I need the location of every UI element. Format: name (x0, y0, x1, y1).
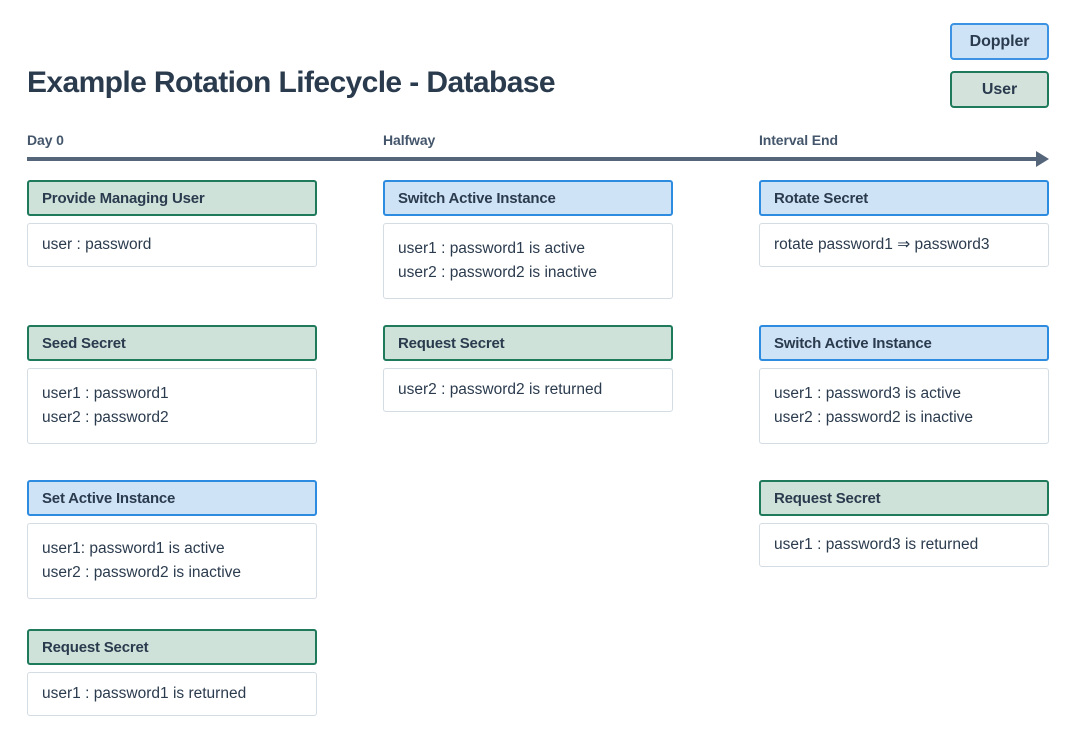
step-card-header[interactable]: Set Active Instance (27, 480, 317, 516)
step-card-header[interactable]: Switch Active Instance (759, 325, 1049, 361)
legend-chip-doppler[interactable]: Doppler (950, 23, 1049, 60)
step-card-line: user1 : password1 (42, 385, 169, 402)
step-card: Switch Active Instance user1 : password3 … (759, 325, 1049, 444)
step-card-line: user1 : password3 is returned (774, 536, 979, 553)
timeline-arrow-icon (1036, 151, 1049, 167)
step-card-header[interactable]: Request Secret (27, 629, 317, 665)
step-card-header[interactable]: Request Secret (759, 480, 1049, 516)
legend-chip-user[interactable]: User (950, 71, 1049, 108)
timeline-label: Interval End (759, 132, 838, 148)
timeline-axis (27, 157, 1042, 161)
step-card-body: user : password (27, 223, 317, 267)
step-card-body: user2 : password2 is returned (383, 368, 673, 412)
timeline-label: Halfway (383, 132, 436, 148)
step-card: Seed Secret user1 : password1 user2 : pass… (27, 325, 317, 444)
step-card: Set Active Instance user1: password1 is a… (27, 480, 317, 599)
step-card: Request Secret user1 : password1 is retur… (27, 629, 317, 716)
step-card: Provide Managing User user : password (27, 180, 317, 267)
step-card-line: user2 : password2 is inactive (42, 564, 242, 581)
step-card-line: user1 : password1 is active (398, 240, 585, 257)
step-card-line: user1: password1 is active (42, 540, 225, 557)
step-card-header[interactable]: Rotate Secret (759, 180, 1049, 216)
timeline-label: Day 0 (27, 132, 64, 148)
step-card-line: user2 : password2 (42, 409, 169, 426)
step-card-body: user1 : password1 is returned (27, 672, 317, 716)
step-card-header[interactable]: Seed Secret (27, 325, 317, 361)
step-card-header[interactable]: Request Secret (383, 325, 673, 361)
step-card: Request Secret user1 : password3 is retur… (759, 480, 1049, 567)
page-title: Example Rotation Lifecycle - Database (27, 66, 556, 99)
step-card-body: user1 : password1 is active user2 : passw… (383, 223, 673, 299)
timeline: Day 0 Halfway Interval End (27, 132, 1049, 167)
step-card-line: user : password (42, 236, 152, 253)
step-card: Switch Active Instance user1 : password1 … (383, 180, 673, 299)
step-card-line: rotate password1 ⇒ password3 (774, 236, 990, 253)
step-card-body: user1 : password3 is active user2 : passw… (759, 368, 1049, 444)
step-card-line: user2 : password2 is returned (398, 381, 603, 398)
step-card-body: user1 : password1 user2 : password2 (27, 368, 317, 444)
step-card: Rotate Secret rotate password1 ⇒ password… (759, 180, 1049, 267)
step-card-body: user1: password1 is active user2 : passwo… (27, 523, 317, 599)
step-card-line: user2 : password2 is inactive (398, 264, 598, 281)
step-card-body: rotate password1 ⇒ password3 (759, 223, 1049, 267)
step-card-line: user1 : password3 is active (774, 385, 961, 402)
step-card-line: user1 : password1 is returned (42, 685, 247, 702)
step-card-body: user1 : password3 is returned (759, 523, 1049, 567)
step-card-header[interactable]: Provide Managing User (27, 180, 317, 216)
step-card-header[interactable]: Switch Active Instance (383, 180, 673, 216)
step-card: Request Secret user2 : password2 is retur… (383, 325, 673, 412)
step-card-line: user2 : password2 is inactive (774, 409, 974, 426)
